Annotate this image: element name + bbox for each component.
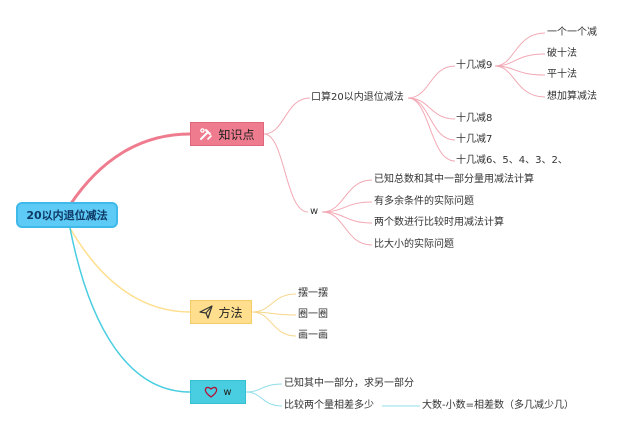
heart-icon — [205, 386, 218, 398]
edge-shiji9-m2 — [494, 53, 546, 67]
method-branch-item-2[interactable]: 圈一圈 — [298, 309, 328, 321]
method-item-1-label: 一个一个减 — [547, 27, 597, 38]
category-knowledge[interactable]: 知识点 — [190, 122, 264, 146]
w-item-4[interactable]: 比大小的实际问题 — [374, 239, 454, 251]
method-branch-item-2-label: 圈一圈 — [298, 309, 328, 320]
shiji9-node[interactable]: 十几减9 — [456, 60, 492, 72]
shiji8-node[interactable]: 十几减8 — [456, 113, 492, 125]
w-item-4-label: 比大小的实际问题 — [374, 239, 454, 250]
edge-oral-shiji6 — [407, 97, 456, 162]
method-item-2-label: 破十法 — [547, 48, 577, 59]
edge-knowledge-w — [263, 133, 309, 213]
edge-root-method — [69, 227, 191, 313]
category-heart-label: w — [223, 386, 232, 398]
edge-w-i1 — [321, 179, 373, 213]
hammer-wrench-icon — [200, 128, 213, 140]
edge-w-i4 — [321, 211, 373, 246]
method-item-4[interactable]: 想加算减法 — [547, 91, 597, 103]
edge-method-i1 — [251, 293, 297, 313]
edge-heart-i2 — [245, 391, 283, 407]
edge-shiji9-m1 — [494, 32, 546, 67]
oral-node[interactable]: 口算20以内退位减法 — [311, 92, 404, 104]
edge-knowledge-oral — [263, 97, 311, 135]
w-item-2-label: 有多余条件的实际问题 — [374, 196, 474, 207]
category-method[interactable]: 方法 — [190, 300, 252, 324]
category-heart[interactable]: w — [190, 380, 246, 404]
method-branch-item-1-label: 摆一摆 — [298, 288, 328, 299]
edge-method-i3 — [251, 311, 297, 337]
w-item-3-label: 两个数进行比较时用减法计算 — [374, 217, 504, 228]
w-item-1[interactable]: 已知总数和其中一部分量用减法计算 — [374, 174, 534, 186]
edge-heart-i1 — [245, 383, 283, 393]
method-branch-item-3[interactable]: 画一画 — [298, 330, 328, 342]
shiji6-node[interactable]: 十几减6、5、4、3、2、 — [456, 155, 568, 167]
category-knowledge-label: 知识点 — [218, 127, 255, 142]
method-item-3-label: 平十法 — [547, 69, 577, 80]
heart-item-2-label: 比较两个量相差多少 — [284, 400, 374, 411]
category-method-label: 方法 — [218, 305, 243, 320]
method-item-3[interactable]: 平十法 — [547, 69, 577, 81]
edge-oral-shiji7 — [407, 97, 456, 141]
root-node[interactable]: 20以内退位减法 — [16, 202, 118, 228]
method-branch-item-3-label: 画一画 — [298, 330, 328, 341]
w-node[interactable]: w — [310, 206, 318, 218]
oral-label: 口算20以内退位减法 — [311, 92, 404, 103]
shiji8-label: 十几减8 — [456, 113, 493, 124]
shiji7-node[interactable]: 十几减7 — [456, 134, 492, 146]
edge-root-knowledge — [68, 132, 191, 206]
edge-shiji9-m4 — [494, 65, 546, 98]
method-branch-item-1[interactable]: 摆一摆 — [298, 288, 328, 300]
method-item-4-label: 想加算减法 — [547, 91, 597, 102]
heart-item-1[interactable]: 已知其中一部分，求另一部分 — [284, 378, 414, 390]
heart-formula[interactable]: 大数-小数=相差数（多几减少几） — [422, 400, 574, 412]
edge-oral-shiji9 — [407, 65, 456, 99]
w-item-2[interactable]: 有多余条件的实际问题 — [374, 196, 474, 208]
shiji6-label: 十几减6、5、4、3、2、 — [456, 155, 568, 166]
heart-item-2[interactable]: 比较两个量相差多少 — [284, 400, 374, 412]
edge-root-heart — [69, 227, 191, 393]
root-title: 20以内退位减法 — [26, 209, 108, 222]
paper-plane-icon — [199, 305, 214, 319]
edge-w-i2 — [321, 201, 373, 213]
shiji9-label: 十几减9 — [456, 60, 493, 71]
method-item-1[interactable]: 一个一个减 — [547, 27, 597, 39]
heart-item-1-label: 已知其中一部分，求另一部分 — [284, 378, 414, 389]
w-label: w — [310, 206, 319, 217]
method-item-2[interactable]: 破十法 — [547, 48, 577, 60]
w-item-3[interactable]: 两个数进行比较时用减法计算 — [374, 217, 504, 229]
w-item-1-label: 已知总数和其中一部分量用减法计算 — [374, 174, 534, 185]
heart-formula-label: 大数-小数=相差数（多几减少几） — [422, 400, 574, 411]
shiji7-label: 十几减7 — [456, 134, 493, 145]
